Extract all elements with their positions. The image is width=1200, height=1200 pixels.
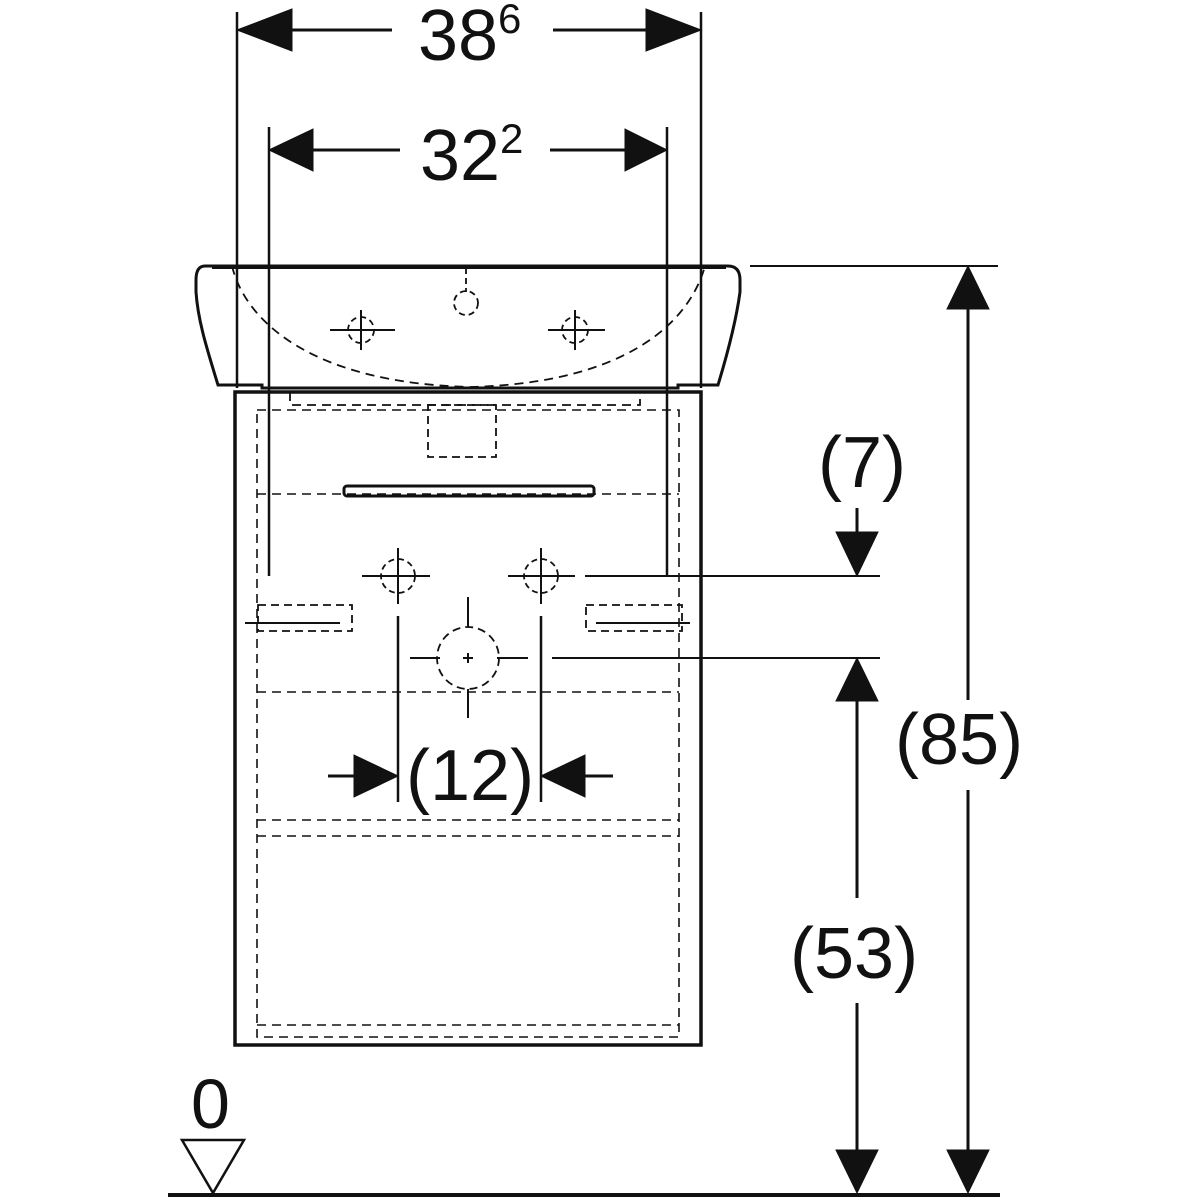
drain-height-arrow-bottom <box>835 1149 879 1195</box>
top-offset-value: (7) <box>818 423 906 503</box>
inner-width-value: 32 <box>420 116 500 196</box>
inner-width-arrow-left <box>267 128 314 172</box>
top-offset-dimension <box>835 508 879 578</box>
total-height-arrow-bottom <box>946 1149 990 1195</box>
inner-width-dimension <box>267 127 669 576</box>
outer-width-arrow-right <box>645 8 703 52</box>
outer-width-dimension <box>235 8 703 388</box>
basin-underside-dashed <box>289 392 641 406</box>
center-spacing-arrow-left <box>353 754 400 798</box>
vanity-cabinet <box>233 390 703 1047</box>
outer-width-value: 38 <box>418 0 498 76</box>
cabinet-outline <box>233 390 703 1047</box>
floor-level-triangle <box>179 1138 247 1196</box>
total-height-value: (85) <box>895 700 1023 780</box>
basin-outline <box>194 264 742 390</box>
basin-bowl-dashed <box>231 265 706 388</box>
total-height-arrow-top <box>946 264 990 310</box>
inner-width-arrow-right <box>624 128 669 172</box>
floor-level-marker <box>168 1138 1000 1197</box>
center-spacing-dimension <box>328 616 613 802</box>
drain-height-value: (53) <box>790 914 918 994</box>
wall-bracket-left <box>257 604 353 632</box>
washbasin <box>194 264 742 458</box>
wall-bracket-right <box>585 604 683 632</box>
supply-connections <box>245 548 690 718</box>
total-height-dimension <box>946 264 990 1195</box>
center-spacing-arrow-right <box>539 754 586 798</box>
waste-outlet-dashed <box>427 404 497 458</box>
inner-width-superscript: 2 <box>500 115 523 162</box>
drain-height-dimension <box>835 656 879 1195</box>
cabinet-inner-dashed <box>256 409 680 1038</box>
top-offset-arrow <box>835 531 879 578</box>
drawer-handle <box>342 484 596 498</box>
floor-level-value: 0 <box>191 1065 230 1143</box>
height-reference-lines <box>552 265 998 659</box>
outer-width-arrow-left <box>235 8 293 52</box>
drain-height-arrow-top <box>835 656 879 702</box>
center-spacing-value: (12) <box>406 736 534 816</box>
outer-width-superscript: 6 <box>498 0 521 42</box>
overflow-hole <box>453 290 479 316</box>
